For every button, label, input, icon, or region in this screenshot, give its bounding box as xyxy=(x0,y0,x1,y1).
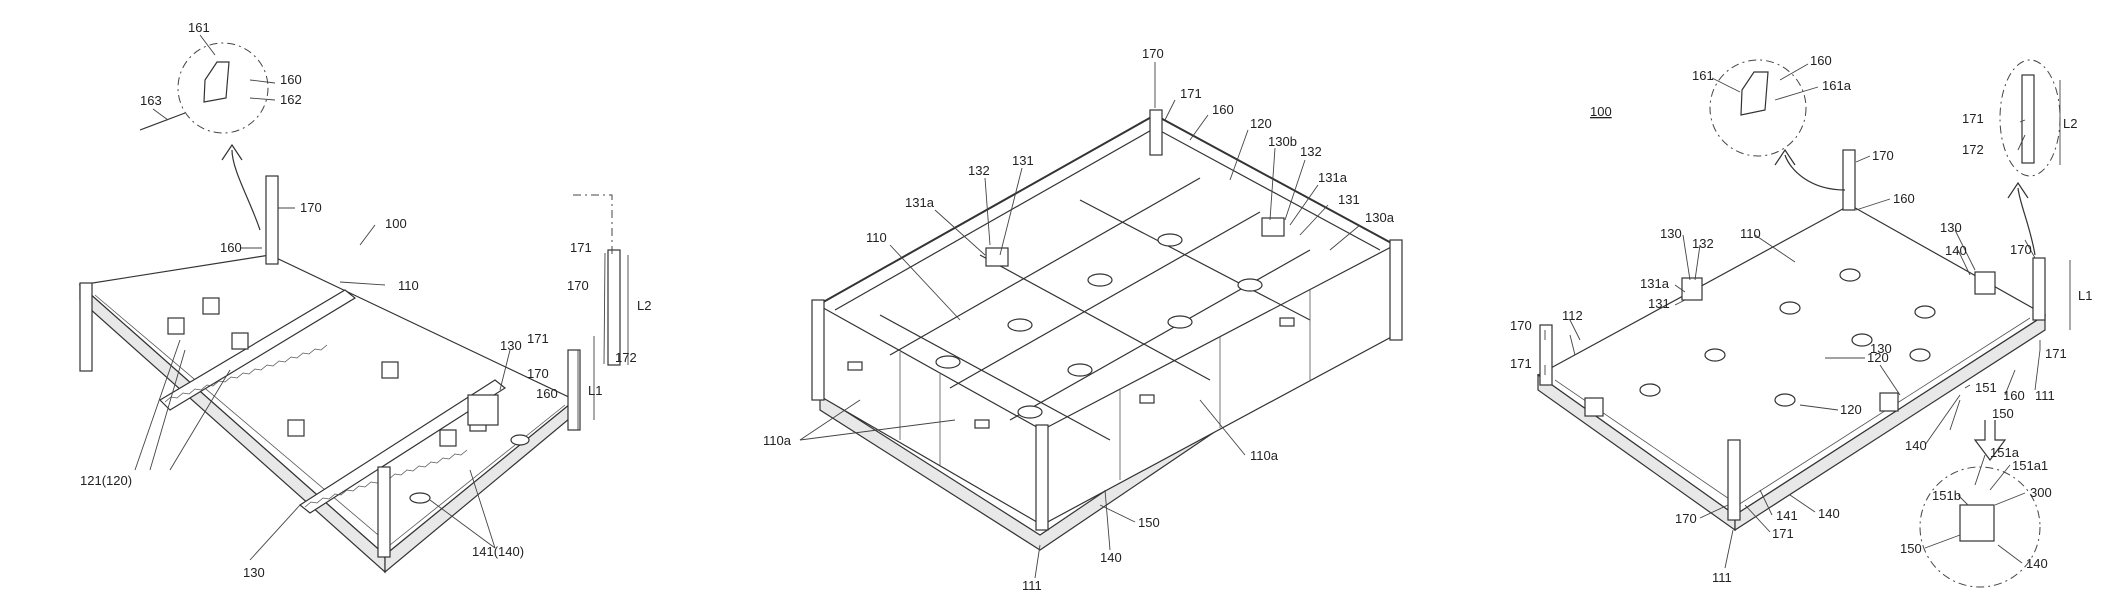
fig1-label: 121(120) xyxy=(80,473,132,488)
figure-1: 161 160 162 163 170 160 100 110 171 170 … xyxy=(78,20,651,580)
fig3-label: 111 xyxy=(2035,388,2055,403)
fig3-label: 161 xyxy=(1692,68,1714,83)
fig1-label: 171 xyxy=(527,331,549,346)
fig3-label: 111 xyxy=(1712,570,1732,585)
fig3-label: 151b xyxy=(1932,488,1961,503)
fig3-label: 300 xyxy=(2030,485,2052,500)
fig2-label: 171 xyxy=(1180,86,1202,101)
fig1-label: 160 xyxy=(536,386,558,401)
fig1-label: 170 xyxy=(300,200,322,215)
fig3-label: 151a1 xyxy=(2012,458,2048,473)
fig1-label: 160 xyxy=(220,240,242,255)
fig3-label: 131 xyxy=(1648,296,1670,311)
fig3-label: L2 xyxy=(2063,116,2077,131)
fig2-label: 170 xyxy=(1142,46,1164,61)
fig3-label: 112 xyxy=(1562,308,1583,323)
fig1-platform xyxy=(78,254,577,574)
fig2-label: 130a xyxy=(1365,210,1395,225)
fig3-label: 170 xyxy=(1675,511,1697,526)
fig3-label: 120 xyxy=(1867,350,1889,365)
fig2-label: 131 xyxy=(1012,153,1034,168)
fig3-label: 131a xyxy=(1640,276,1670,291)
fig3-label: 170 xyxy=(1510,318,1532,333)
fig1-posts xyxy=(79,175,621,558)
fig1-label: 130 xyxy=(243,565,265,580)
fig1-detail-circle xyxy=(177,42,269,134)
fig2-label: 140 xyxy=(1100,550,1122,565)
fig1-label: 170 xyxy=(527,366,549,381)
fig3-label: 160 xyxy=(1810,53,1832,68)
fig1-label: L2 xyxy=(637,298,651,313)
fig3-label: 160 xyxy=(1893,191,1915,206)
fig3-label: 150 xyxy=(1992,406,2014,421)
fig2-label: 110 xyxy=(866,230,887,245)
fig2-label: 130b xyxy=(1268,134,1297,149)
fig3-label: 172 xyxy=(1962,142,1984,157)
fig2-label: 132 xyxy=(968,163,990,178)
fig1-label: 163 xyxy=(140,93,162,108)
fig1-label: 160 xyxy=(280,72,302,87)
fig3-label: 171 xyxy=(1510,356,1532,371)
fig3-label: 140 xyxy=(2026,556,2048,571)
fig2-label: 160 xyxy=(1212,102,1234,117)
fig2-labels: 170 171 160 120 130b 132 131a 131 130a 1… xyxy=(763,46,1395,593)
fig3-label: 100 xyxy=(1590,104,1612,119)
fig2-label: 132 xyxy=(1300,144,1322,159)
fig1-arrow xyxy=(231,149,261,231)
fig2-label: 150 xyxy=(1138,515,1160,530)
fig2-label: 131a xyxy=(905,195,935,210)
fig2-label: 120 xyxy=(1250,116,1272,131)
fig3-label: 151 xyxy=(1975,380,1997,395)
fig3-label: 151a xyxy=(1990,445,2020,460)
fig3-label: 130 xyxy=(1660,226,1682,241)
fig1-label: 170 xyxy=(567,278,589,293)
fig1-label: 171 xyxy=(570,240,592,255)
fig3-platform xyxy=(1536,149,2047,532)
fig1-label: 162 xyxy=(280,92,302,107)
fig3-label: 171 xyxy=(1772,526,1794,541)
fig1-label: 161 xyxy=(188,20,210,35)
fig3-label: 120 xyxy=(1840,402,1862,417)
fig1-label: 141(140) xyxy=(472,544,524,559)
fig1-label: 130 xyxy=(500,338,522,353)
fig1-bracket-detail xyxy=(203,61,230,103)
fig2-label: 131a xyxy=(1318,170,1348,185)
fig2-label: 110a xyxy=(763,433,792,448)
fig2-label: 131 xyxy=(1338,192,1360,207)
fig3-label: 130 xyxy=(1940,220,1962,235)
fig3-label: 140 xyxy=(1818,506,1840,521)
fig3-lock-detail-circle xyxy=(1919,466,2041,588)
fig3-label: 110 xyxy=(1740,226,1761,241)
fig3-bracket-detail-circle xyxy=(1709,59,1807,157)
fig3-label: 150 xyxy=(1900,541,1922,556)
fig1-label: 100 xyxy=(385,216,407,231)
fig2-label: 111 xyxy=(1022,578,1042,593)
fig3-label: 171 xyxy=(1962,111,1984,126)
fig3-label: 132 xyxy=(1692,236,1714,251)
fig2-label: 110a xyxy=(1250,448,1279,463)
fig1-label: 172 xyxy=(615,350,637,365)
fig1-labels: 161 160 162 163 170 160 100 110 171 170 … xyxy=(80,20,651,580)
figure-2: 170 171 160 120 130b 132 131a 131 130a 1… xyxy=(763,46,1403,593)
fig1-label: L1 xyxy=(588,383,602,398)
fig2-container xyxy=(811,109,1403,551)
figure-3: 161 160 161a 100 171 172 L2 170 160 130 … xyxy=(1510,53,2092,588)
fig3-label: 140 xyxy=(1905,438,1927,453)
fig3-label: 140 xyxy=(1945,243,1967,258)
fig3-label: 160 xyxy=(2003,388,2025,403)
fig3-label: 161a xyxy=(1822,78,1852,93)
fig1-label: 110 xyxy=(398,278,419,293)
fig3-labels: 161 160 161a 100 171 172 L2 170 160 130 … xyxy=(1510,53,2092,585)
fig3-label: 141 xyxy=(1776,508,1798,523)
fig3-label: 170 xyxy=(1872,148,1894,163)
fig3-label: 170 xyxy=(2010,242,2032,257)
fig3-label: 130 xyxy=(1870,341,1892,356)
fig3-label: 171 xyxy=(2045,346,2067,361)
fig3-label: L1 xyxy=(2078,288,2092,303)
